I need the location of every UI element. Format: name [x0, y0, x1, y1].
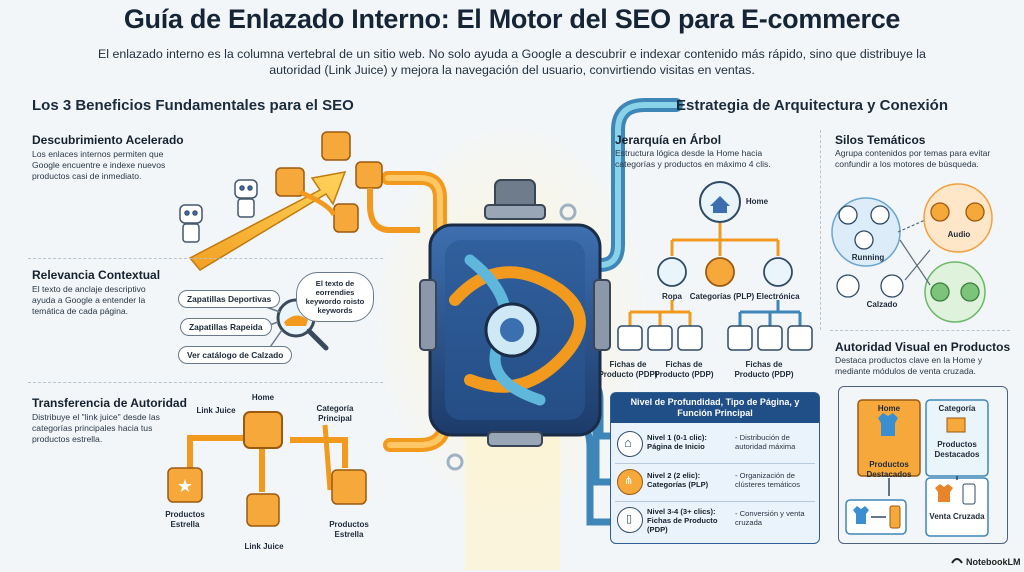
tree-title: Jerarquía en Árbol: [615, 133, 722, 147]
robot-2: [234, 179, 258, 218]
visual-featured-label-2: Productos Destacados: [934, 440, 980, 459]
silo-label-calzado: Calzado: [866, 300, 898, 309]
tree-pdp-label: Fichas de Producto (PDP): [654, 360, 714, 379]
flow-label-category: Categoría Principal: [316, 404, 354, 423]
divider: [830, 330, 1010, 331]
divider: [820, 130, 821, 330]
silos-title: Silos Temáticos: [835, 133, 926, 147]
table-row-level: Nivel 3-4 (3+ clics): Fichas de Producto…: [647, 507, 718, 534]
home-icon: ⌂: [624, 435, 632, 450]
intro-text: El enlazado interno es la columna verteb…: [98, 47, 926, 77]
juice-jar: [243, 411, 283, 449]
flow-label-home: Home: [251, 393, 275, 402]
table-row-level: Nivel 2 (2 elic): Categorías (PLP): [647, 471, 709, 489]
phone-icon: ▯: [626, 513, 633, 525]
robot-1: [179, 204, 203, 243]
visual-text: Destaca productos clave en la Home y med…: [835, 355, 983, 376]
tile-tag: [321, 131, 351, 161]
silo-label-running: Running: [851, 253, 885, 262]
silo-green: [924, 261, 986, 323]
light-beam: [465, 430, 560, 570]
depth-table: Nivel de Profundidad, Tipo de Página, y …: [610, 392, 820, 544]
anchor-pill: Zapatillas Deportivas: [178, 290, 281, 308]
silo-label-audio: Audio: [947, 230, 971, 239]
table-row-function: - Conversión y venta cruzada: [735, 509, 805, 527]
visual-category-label: Categoría: [938, 404, 976, 413]
home-tile: [857, 399, 921, 477]
table-row-function: - Organización de clústeres temáticos: [735, 471, 800, 489]
depth-table-header: Nivel de Profundidad, Tipo de Página, y …: [611, 393, 819, 423]
divider: [28, 258, 383, 259]
table-row: ⌂ Nivel 1 (0-1 clic): Página de Inicio -…: [615, 427, 815, 464]
browser-panel: [838, 386, 1008, 544]
flow-label-star: Productos Estrella: [165, 510, 205, 529]
tile-watch: [355, 161, 383, 189]
visual-home-label: Home: [877, 404, 901, 413]
svg-text:★: ★: [177, 476, 193, 497]
benefit-2-text: El texto de anclaje descriptivo ayuda a …: [32, 284, 146, 316]
right-section-heading: Estrategia de Arquitectura y Conexión: [676, 97, 949, 114]
tree-node-plp: Categorías (PLP): [689, 292, 755, 301]
benefit-1-text: Los enlaces internos permiten que Google…: [32, 149, 166, 181]
benefit-3-text: Distribuye el "link juice" desde las cat…: [32, 412, 160, 444]
divider: [28, 382, 383, 383]
anchor-pill: Ver catálogo de Calzado: [178, 346, 293, 364]
notebooklm-logo: [951, 558, 963, 564]
table-row: ▯ Nivel 3-4 (3+ clics): Fichas de Produc…: [615, 503, 815, 539]
tile-shoe-3: [331, 469, 367, 505]
growth-arrow: [188, 171, 347, 271]
tree-home-label: Home: [745, 197, 769, 206]
silo-audio: [923, 183, 993, 253]
tree-text: Estructura lógica desde la Home hacia ca…: [615, 148, 771, 169]
left-section-heading: Los 3 Beneficios Fundamentales para el S…: [32, 97, 354, 114]
tree-icon: ⋔: [624, 475, 634, 487]
brand-label: NotebookLM: [966, 557, 1021, 567]
thought-cloud: El texto de eorrendies keywordo roisto k…: [296, 272, 374, 322]
visual-title: Autoridad Visual en Productos: [835, 340, 1011, 354]
flow-label-juice-2: Link Juice: [244, 542, 284, 551]
tile-phone: [333, 203, 359, 233]
tile-shoe: [275, 167, 305, 197]
benefit-1-title: Descubrimiento Acelerado: [32, 133, 184, 147]
visual-featured-label: Productos Destacados: [866, 460, 912, 479]
tile-star: [167, 467, 203, 503]
flow-label-products: Productos Estrella: [329, 520, 369, 539]
table-row: ⋔ Nivel 2 (2 elic): Categorías (PLP) - O…: [615, 465, 815, 502]
table-row-function: - Distribución de autoridad máxima: [735, 433, 796, 451]
page-title: Guía de Enlazado Interno: El Motor del S…: [123, 4, 901, 34]
flow-label-juice: Link Juice: [196, 406, 236, 415]
tree-node-electronica: Electrónica: [756, 292, 800, 301]
silos-text: Agrupa contenidos por temas para evitar …: [835, 148, 991, 169]
table-row-level: Nivel 1 (0-1 clic): Página de Inicio: [647, 433, 707, 451]
tree-node-ropa: Ropa: [662, 292, 682, 301]
benefit-3-title: Transferencia de Autoridad: [32, 396, 187, 410]
tile-shoe-2: [246, 493, 280, 527]
tree-pdp-label: Fichas de Producto (PDP): [734, 360, 794, 379]
anchor-pill: Zapatillas Rapeida: [180, 318, 272, 336]
visual-cross-label: Venta Cruzada: [929, 512, 985, 521]
tree-pdp-label: Fichas de Producto (PDP): [598, 360, 658, 379]
benefit-2-title: Relevancia Contextual: [32, 268, 161, 282]
